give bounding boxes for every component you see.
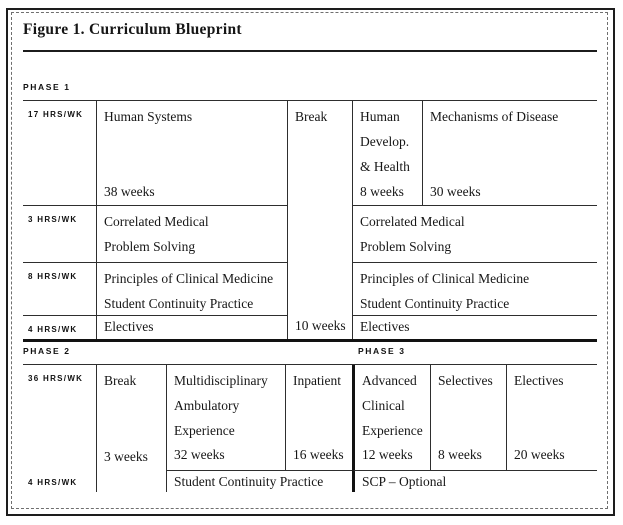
scp-label: Student Continuity Practice bbox=[174, 474, 324, 489]
correlated-left-line1: Correlated Medical bbox=[104, 214, 209, 229]
advanced-line2: Clinical bbox=[362, 398, 405, 413]
multidisciplinary-weeks: 32 weeks bbox=[174, 447, 225, 462]
cell-electives-phase3: Electives 20 weeks bbox=[506, 365, 597, 470]
selectives-title: Selectives bbox=[438, 373, 493, 388]
hours-label-8: 8 HRS/WK bbox=[23, 262, 96, 315]
principles-left-line1: Principles of Clinical Medicine bbox=[104, 271, 274, 286]
hours-label-3: 3 HRS/WK bbox=[23, 205, 96, 262]
cell-principles-right: Principles of Clinical Medicine Student … bbox=[352, 262, 597, 315]
cell-human-develop-health: Human Develop. & Health 8 weeks bbox=[352, 101, 422, 205]
human-develop-line1: Human bbox=[360, 109, 400, 124]
hours-label-17: 17 HRS/WK bbox=[28, 110, 84, 119]
phase2-table: 36 HRS/WK 4 HRS/WK Break 3 weeks Multidi… bbox=[23, 364, 597, 492]
hours-label-4-bottom: 4 HRS/WK bbox=[28, 478, 78, 487]
break-title: Break bbox=[295, 109, 328, 124]
inpatient-weeks: 16 weeks bbox=[293, 447, 344, 462]
human-develop-line3: & Health bbox=[360, 159, 410, 174]
cell-human-systems: Human Systems 38 weeks bbox=[96, 101, 287, 205]
advanced-line3: Experience bbox=[362, 423, 423, 438]
advanced-line1: Advanced bbox=[362, 373, 417, 388]
cell-break-phase2: Break 3 weeks bbox=[96, 365, 166, 492]
cell-electives-left: Electives bbox=[96, 315, 287, 339]
cell-multidisciplinary: Multidisciplinary Ambulatory Experience … bbox=[166, 365, 285, 470]
electives-left-label: Electives bbox=[104, 319, 154, 334]
correlated-right-line2: Problem Solving bbox=[360, 239, 452, 254]
phase1-table: 17 HRS/WK Human Systems 38 weeks Break 1… bbox=[23, 100, 597, 342]
principles-left-line2: Student Continuity Practice bbox=[104, 296, 254, 311]
cell-break-phase1: Break 10 weeks bbox=[287, 101, 352, 339]
figure-outer-border bbox=[6, 8, 615, 516]
human-develop-line2: Develop. bbox=[360, 134, 410, 149]
hours-label-4: 4 HRS/WK bbox=[23, 315, 96, 339]
cell-electives-right: Electives bbox=[352, 315, 597, 339]
cell-correlated-medical-right: Correlated Medical Problem Solving bbox=[352, 205, 597, 262]
human-develop-weeks: 8 weeks bbox=[360, 184, 404, 199]
multidisciplinary-line3: Experience bbox=[174, 423, 235, 438]
break-weeks: 10 weeks bbox=[295, 318, 346, 333]
principles-right-line1: Principles of Clinical Medicine bbox=[360, 271, 530, 286]
multidisciplinary-line2: Ambulatory bbox=[174, 398, 240, 413]
cell-inpatient: Inpatient 16 weeks bbox=[285, 365, 352, 470]
title-rule bbox=[23, 50, 597, 52]
electives-phase3-weeks: 20 weeks bbox=[514, 447, 565, 462]
hours-label-36: 36 HRS/WK bbox=[28, 374, 84, 383]
cell-correlated-medical-left: Correlated Medical Problem Solving bbox=[96, 205, 287, 262]
mechanisms-weeks: 30 weeks bbox=[430, 184, 481, 199]
principles-right-line2: Student Continuity Practice bbox=[360, 296, 510, 311]
human-systems-weeks: 38 weeks bbox=[104, 184, 155, 199]
figure-title: Figure 1. Curriculum Blueprint bbox=[23, 21, 242, 38]
cell-student-continuity-practice: Student Continuity Practice bbox=[166, 470, 352, 492]
cell-selectives: Selectives 8 weeks bbox=[430, 365, 506, 470]
cell-scp-optional: SCP – Optional bbox=[352, 470, 597, 492]
phase1-label: PHASE 1 bbox=[23, 82, 71, 92]
cell-principles-left: Principles of Clinical Medicine Student … bbox=[96, 262, 287, 315]
human-systems-title: Human Systems bbox=[104, 109, 193, 124]
cell-hours-phase2: 36 HRS/WK 4 HRS/WK bbox=[23, 365, 96, 492]
figure-inner-border bbox=[11, 12, 608, 509]
electives-phase3-title: Electives bbox=[514, 373, 564, 388]
cell-advanced-clinical: Advanced Clinical Experience 12 weeks bbox=[352, 365, 430, 470]
inpatient-title: Inpatient bbox=[293, 373, 341, 388]
selectives-weeks: 8 weeks bbox=[438, 447, 482, 462]
correlated-right-line1: Correlated Medical bbox=[360, 214, 465, 229]
multidisciplinary-line1: Multidisciplinary bbox=[174, 373, 268, 388]
phase2-label: PHASE 2 bbox=[23, 346, 71, 356]
mechanisms-title: Mechanisms of Disease bbox=[430, 109, 559, 124]
advanced-weeks: 12 weeks bbox=[362, 447, 413, 462]
break2-title: Break bbox=[104, 373, 137, 388]
phase3-label: PHASE 3 bbox=[358, 346, 406, 356]
break2-weeks: 3 weeks bbox=[104, 449, 148, 464]
scp-optional-label: SCP – Optional bbox=[362, 474, 447, 489]
electives-right-label: Electives bbox=[360, 319, 410, 334]
cell-mechanisms-of-disease: Mechanisms of Disease 30 weeks bbox=[422, 101, 597, 205]
correlated-left-line2: Problem Solving bbox=[104, 239, 196, 254]
